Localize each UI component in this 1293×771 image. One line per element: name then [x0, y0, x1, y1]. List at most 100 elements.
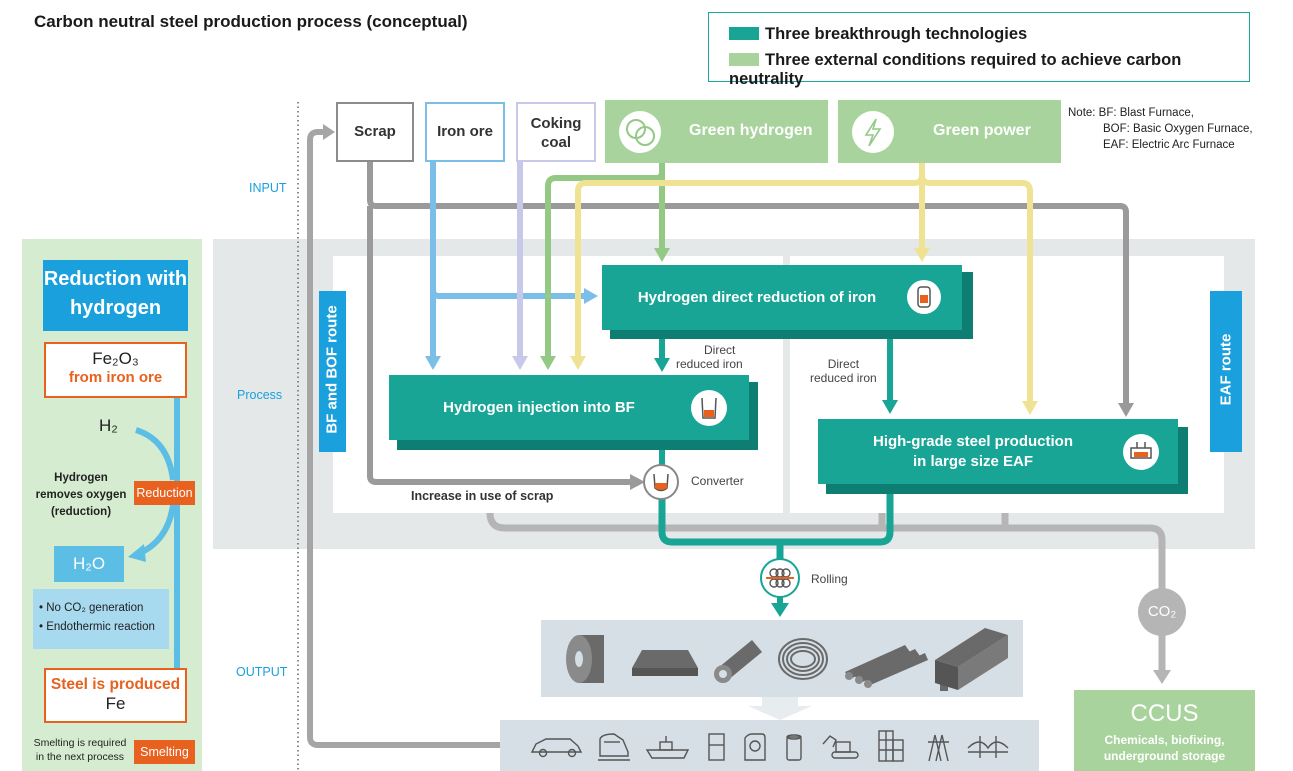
hydrogen-molecule-icon [619, 111, 661, 153]
process-label: Process [237, 388, 283, 402]
iron-ore-input: Iron ore [425, 102, 505, 162]
dri-label-line: reduced iron [810, 371, 877, 385]
refrigerator-icon [708, 733, 725, 761]
note-line: Note: BF: Blast Furnace, [1068, 107, 1194, 119]
legend-swatch-green [729, 53, 759, 66]
scrap-input: Scrap [336, 102, 414, 162]
fe2o3-formula: Fe₂O₃ [92, 349, 139, 368]
h2o-box: H₂O [54, 546, 124, 582]
green-power-label: Green power [933, 122, 1031, 139]
property-item: • Endothermic reaction [39, 621, 155, 633]
car-icon [530, 738, 583, 758]
can-icon [786, 734, 802, 761]
green-hydrogen-label: Green hydrogen [689, 122, 813, 139]
h2o-properties-box: • No CO₂ generation • Endothermic reacti… [33, 589, 169, 649]
scrap-to-eaf-line [367, 162, 1129, 405]
fe2o3-box: Fe₂O₃ from iron ore [44, 342, 187, 398]
dri-label-line: Direct [827, 357, 860, 371]
wire-coil-icon [778, 638, 828, 680]
legend-item-teal: Three breakthrough technologies [729, 25, 1027, 44]
washing-machine-icon [744, 733, 766, 761]
dri-label-line: reduced iron [676, 357, 743, 371]
reduction-furnace-icon [907, 280, 941, 314]
end-use-band [500, 720, 1039, 771]
train-icon [598, 733, 630, 761]
diagram-title: Carbon neutral steel production process … [34, 12, 468, 31]
dri-label-eaf: Direct reduced iron [810, 357, 877, 385]
co2-bubble: CO₂ [1138, 588, 1186, 636]
power-tower-icon [928, 734, 949, 762]
h2-formula: H₂ [99, 416, 118, 435]
arrowhead [1153, 670, 1171, 684]
power-to-eaf-line [919, 174, 1033, 403]
smelting-tag: Smelting [134, 740, 195, 764]
arrowhead [1118, 403, 1134, 417]
slab-icon [632, 650, 698, 676]
coil-icon [566, 635, 604, 683]
down-arrow [748, 697, 812, 720]
ccus-text: underground storage [1103, 749, 1226, 763]
hydrogen-removes-oxygen-text: Hydrogen removes oxygen (reduction) [30, 470, 132, 521]
reduction-title-line: hydrogen [69, 297, 162, 319]
hydrogen-injection-label: Hydrogen injection into BF [443, 399, 635, 416]
hydrogen-direct-reduction-box: Hydrogen direct reduction of iron [602, 265, 962, 330]
fe-formula: Fe [105, 694, 126, 713]
ccus-text: Chemicals, biofixing, [1104, 733, 1225, 747]
converter-icon [643, 464, 679, 500]
removes-text-line: removes oxygen [35, 489, 127, 501]
arrowhead [630, 474, 645, 490]
blast-furnace-icon [691, 390, 727, 426]
legend: Three breakthrough technologies Three ex… [708, 12, 1250, 88]
input-label: INPUT [249, 181, 287, 195]
rolling-icon [760, 558, 800, 598]
reduction-title: Reduction with hydrogen [43, 260, 188, 331]
building-icon [878, 730, 904, 762]
legend-label-green: Three external conditions required to ac… [729, 51, 1182, 88]
legend-swatch-teal [729, 27, 759, 40]
removes-text-line: Hydrogen [54, 472, 108, 484]
bf-bof-route-bar: BF and BOF route [319, 291, 346, 452]
pipe-icon [714, 640, 762, 683]
green-hydrogen-input: Green hydrogen [605, 100, 828, 163]
abbreviation-note: Note: BF: Blast Furnace, BOF: Basic Oxyg… [1068, 105, 1253, 153]
bars-icon [845, 645, 928, 688]
reduction-title-line: Reduction with [43, 268, 188, 290]
co2-line [486, 512, 1166, 672]
dri-label-bf: Direct reduced iron [676, 343, 743, 371]
steel-produced-label: Steel is produced [50, 676, 181, 693]
arrowhead [323, 124, 335, 140]
note-line: BOF: Basic Oxygen Furnace, [1103, 123, 1253, 135]
dri-label-line: Direct [704, 343, 736, 357]
coking-coal-input: Coking coal [516, 102, 596, 162]
eaf-production-box: High-grade steel production in large siz… [818, 419, 1178, 484]
coking-coal-label: Coking [530, 115, 582, 132]
green-power-input: Green power [838, 100, 1061, 163]
smelting-note: Smelting is required in the next process [28, 736, 132, 764]
lightning-icon [852, 111, 894, 153]
smelting-note-line: in the next process [35, 751, 125, 763]
smelting-note-line: Smelting is required [33, 737, 127, 749]
ship-icon [645, 736, 690, 759]
property-item: • No CO₂ generation [39, 602, 144, 614]
removes-text-line: (reduction) [50, 506, 112, 518]
rolling-label: Rolling [811, 572, 848, 586]
output-label: OUTPUT [236, 665, 288, 679]
recycle-line [307, 129, 500, 748]
coking-coal-label: coal [540, 134, 571, 151]
eaf-production-label: High-grade steel production [872, 433, 1073, 450]
legend-item-green: Three external conditions required to ac… [729, 51, 1249, 89]
note-line: EAF: Electric Arc Furnace [1103, 139, 1235, 151]
reduction-tag: Reduction [134, 481, 195, 505]
excavator-icon [822, 735, 859, 759]
steel-flow-line [658, 497, 780, 546]
scrap-to-converter-line [367, 206, 630, 485]
legend-label-teal: Three breakthrough technologies [765, 25, 1028, 43]
electric-arc-furnace-icon [1123, 434, 1159, 470]
steel-produced-box: Steel is produced Fe [44, 668, 187, 723]
ccus-title: CCUS [1130, 700, 1199, 727]
eaf-production-label: in large size EAF [912, 453, 1034, 470]
eaf-route-bar: EAF route [1210, 291, 1242, 452]
